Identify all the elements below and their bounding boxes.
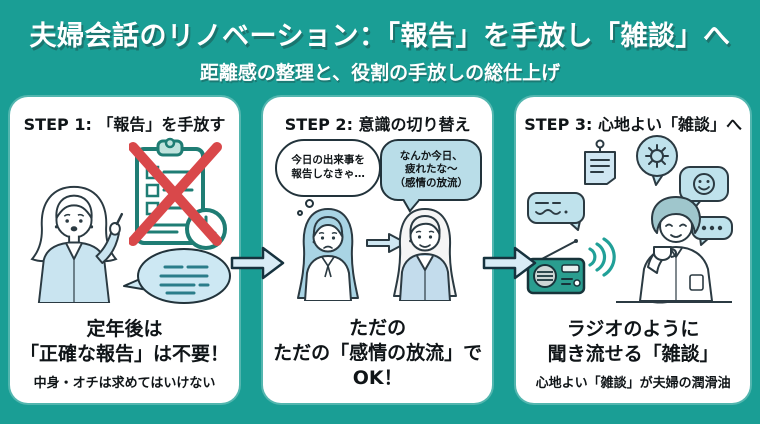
step2-header: STEP 2: 意識の切り替え [284, 115, 471, 134]
step2-main-line3: OK！ [352, 366, 403, 389]
thought-bubble-line2: 報告しなきゃ… [291, 168, 365, 180]
step2-main-line2: ただの「感情の放流」で [273, 341, 483, 364]
step3-illustration [524, 135, 742, 304]
speech-bubble-line1: なんか今日、 [399, 149, 463, 162]
man-drinking-tea-icon [616, 196, 733, 304]
step3-main-text: ラジオのように 聞き流せる「雑談」 [548, 317, 719, 367]
step3-header: STEP 3: 心地よい「雑談」へ [524, 115, 742, 134]
relaxed-woman-icon [393, 208, 458, 301]
step1-to-step2-arrow-icon [230, 246, 285, 280]
step1-main-text: 定年後は 「正確な報告」は不要！ [20, 317, 229, 367]
radio-icon [526, 237, 616, 295]
step1-header: STEP 1: 「報告」を手放す [23, 115, 226, 134]
thought-bubble-line1: 今日の出来事を [291, 154, 365, 167]
crossed-clipboard-clock-icon [129, 137, 228, 250]
step3-card: STEP 3: 心地よい「雑談」へ [516, 97, 750, 403]
step2-to-step3-arrow-icon [482, 246, 537, 280]
worried-woman-icon [297, 208, 360, 301]
note-icon [584, 139, 617, 185]
transition-arrow-icon [366, 233, 408, 253]
step1-illustration [18, 137, 232, 304]
pointing-woman-icon [30, 185, 124, 303]
step2-main-text: ただの ただの「感情の放流」で OK！ [273, 316, 482, 391]
page-title: 夫婦会話のリノベーション：「報告」を手放し「雑談」へ [29, 21, 731, 52]
step1-main-line2: 「正確な報告」は不要！ [20, 342, 230, 365]
chat-lines-bubble-icon [527, 192, 586, 231]
speech-lines-bubble-icon [123, 248, 232, 304]
step1-sub-text: 中身・オチは求めてはいけない [33, 376, 216, 391]
step3-main-line2: 聞き流せる「雑談」 [547, 342, 719, 365]
page-subtitle: 距離感の整理と、役割の手放しの総仕上げ [199, 62, 561, 84]
step2-illustration: 今日の出来事を 報告しなきゃ… なんか今日、 疲れたな～ （感情の放流） [271, 139, 484, 301]
step3-main-line1: ラジオのように [566, 317, 700, 340]
steps-row: STEP 1: 「報告」を手放す [10, 97, 750, 403]
speech-bubble-line2: 疲れたな～ [404, 163, 458, 176]
step1-main-line1: 定年後は [86, 317, 163, 340]
thought-bubble: 今日の出来事を 報告しなきゃ… [275, 139, 382, 197]
step3-sub-text: 心地よい「雑談」が夫婦の潤滑油 [535, 376, 731, 391]
thought-dot-icon [305, 199, 315, 208]
step2-card: STEP 2: 意識の切り替え 今日の出来事を 報告しなきゃ… なんか今日、 疲… [263, 97, 493, 403]
sun-bubble-icon [636, 135, 679, 186]
speech-bubble-line3: （感情の放流） [394, 176, 468, 189]
step2-main-line1: ただの [349, 316, 407, 339]
speech-bubble: なんか今日、 疲れたな～ （感情の放流） [380, 139, 483, 201]
step1-card: STEP 1: 「報告」を手放す [10, 97, 240, 403]
thought-dot-icon [297, 210, 304, 216]
